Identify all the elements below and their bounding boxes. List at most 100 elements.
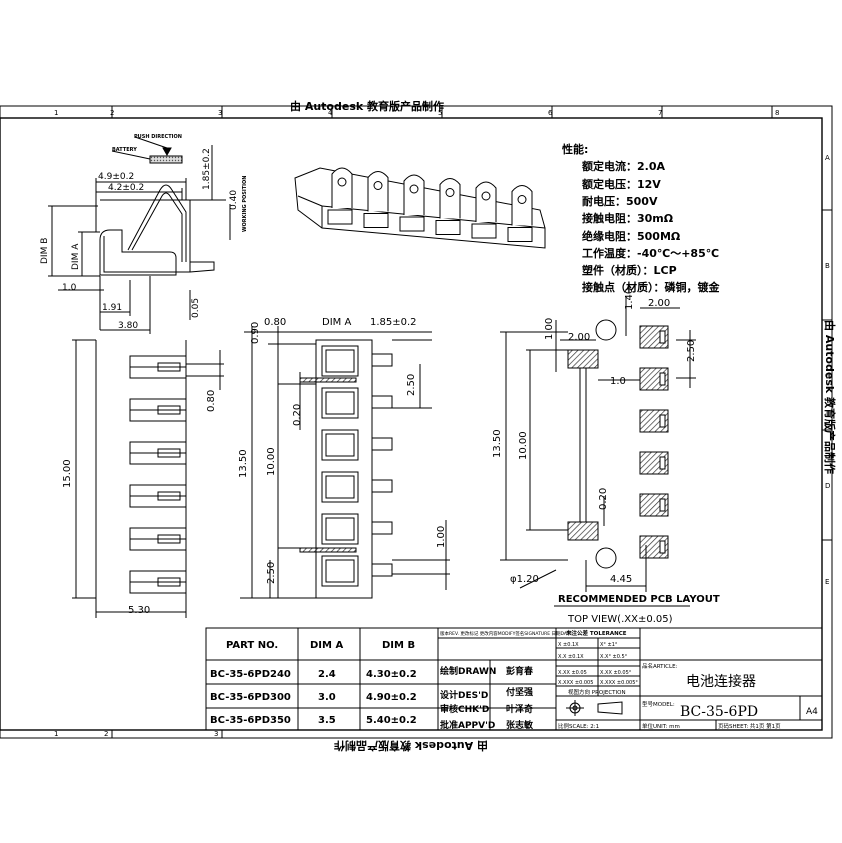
dim-label: 13.50 — [238, 449, 249, 478]
border-number: 3 — [214, 730, 218, 738]
unit-label: 单位UNIT: mm — [642, 722, 680, 730]
spec-row: 额定电压：12V — [582, 177, 661, 191]
specs-title: 性能: — [562, 142, 588, 156]
top-slot-inner — [325, 559, 355, 583]
border-number: 2 — [104, 730, 108, 738]
working-position-label: WORKING POSITION — [242, 176, 248, 232]
signer-name: 付坚强 — [506, 686, 533, 698]
revision-header: 版本REV. 更改标记 更改内容MODIFY签名SIGNATURE 日期DATE — [440, 630, 572, 637]
iso-contact — [475, 181, 497, 222]
signer-name: 张志敏 — [506, 719, 534, 731]
top-slot-inner — [325, 349, 355, 373]
role-label: 绘制DRAWN — [440, 665, 496, 677]
tolerance: X° ±1° — [600, 642, 618, 648]
isometric-view — [294, 167, 546, 249]
watermark-top: 由 Autodesk 教育版产品制作 — [290, 99, 444, 113]
tolerance: X ±0.1X — [558, 642, 579, 648]
pcb-pad-slot — [659, 330, 666, 344]
dim-label: 4.9±0.2 — [98, 172, 134, 182]
dim-label: 0.40 — [229, 190, 239, 210]
dim-label: φ1.20 — [510, 574, 539, 585]
spec-row: 接触电阻：30mΩ — [582, 211, 674, 225]
dim-label: 10.00 — [518, 431, 529, 460]
spec-row: 塑件（材质）：LCP — [582, 263, 677, 277]
side-view — [48, 136, 231, 334]
iso-contact-hole — [481, 191, 491, 201]
table-cell: 4.30±0.2 — [366, 669, 417, 680]
iso-slot — [471, 223, 497, 239]
border-number: C — [825, 372, 830, 380]
spec-row: 额定电流：2.0A — [582, 159, 665, 173]
top-pin-tab — [371, 353, 393, 367]
dim-label: 2.50 — [266, 562, 277, 584]
table-cell: BC-35-6PD300 — [210, 692, 291, 703]
tolerance: X.XX ±0.05 — [558, 670, 587, 676]
border-number: D — [825, 482, 830, 490]
top-view-labels: 0.90 0.80 DIM A 1.85±0.2 2.50 0.20 13.50… — [238, 317, 447, 584]
tolerance: X.XX ±0.05° — [600, 670, 632, 676]
iso-contact — [367, 171, 389, 212]
watermark-bottom: 由 Autodesk 教育版产品制作 — [334, 739, 488, 753]
dim-label: 2.00 — [568, 332, 590, 343]
dim-label: 1.85±0.2 — [202, 148, 212, 190]
scale-label: 比例SCALE: 2:1 — [558, 722, 599, 730]
dim-label: DIM A — [71, 243, 81, 270]
spec-row: 工作温度：-40℃～+85℃ — [582, 246, 719, 260]
table-cell: 4.90±0.2 — [366, 692, 417, 703]
tolerance-title: 未注公差 TOLERANCE — [565, 629, 627, 637]
battery-label: BATTERY — [112, 147, 137, 153]
spec-row: 耐电压：500V — [582, 194, 658, 208]
part-table-text: PART NO. DIM A DIM B BC-35-6PD240 2.4 4.… — [210, 640, 417, 726]
iso-contact-hole — [337, 177, 347, 187]
pcb-layout-title: RECOMMENDED PCB LAYOUT — [558, 594, 720, 605]
border-number: A — [825, 154, 830, 162]
iso-contact — [439, 178, 461, 219]
dim-label: DIM B — [40, 238, 50, 264]
dim-label: 0.05 — [191, 298, 201, 318]
table-header: DIM B — [382, 640, 415, 651]
sheet-label: 页码SHEET: 共1页 第1页 — [718, 722, 781, 730]
iso-slot — [363, 213, 389, 228]
spec-row: 接触点（材质）：磷铜，镀金 — [582, 280, 720, 294]
iso-contact-hole — [373, 181, 383, 190]
iso-contact-hole — [517, 195, 527, 204]
iso-slot — [507, 227, 533, 242]
dim-label: 4.45 — [610, 574, 632, 585]
border-number: 1 — [54, 109, 58, 117]
top-slot-inner — [325, 391, 355, 415]
dim-label: 0.80 — [264, 317, 286, 328]
top-slot-inner — [325, 433, 355, 457]
border-number: 2 — [110, 109, 114, 117]
top-pin-tab — [371, 395, 393, 409]
dim-label: 1.85±0.2 — [370, 317, 417, 328]
top-slot-inner — [325, 475, 355, 499]
border-number: 1 — [54, 730, 58, 738]
iso-slot — [435, 220, 461, 235]
pcb-pad-slot — [659, 456, 666, 470]
pcb-pad-slot — [659, 414, 666, 428]
role-label: 审核CHK'D — [440, 703, 489, 715]
tolerance: X.XXX ±0.005 — [558, 680, 593, 686]
dim-label: 0.90 — [250, 322, 261, 344]
pcb-pad-slot — [659, 372, 666, 386]
article-name: 电池连接器 — [686, 673, 756, 690]
table-cell: 3.0 — [318, 692, 336, 703]
border-number: 4 — [328, 109, 333, 117]
tolerance: X.X ±0.1X — [558, 654, 584, 660]
model-label: 型号MODEL: — [642, 700, 675, 708]
dim-label: 1.0 — [62, 283, 77, 293]
border-numbers: 1 2 3 4 5 6 7 8 1 2 3 A B C D E — [54, 109, 830, 738]
front-view-labels: 15.00 0.80 5.30 — [62, 390, 217, 616]
paper-size: A4 — [806, 707, 818, 717]
top-view — [240, 326, 450, 599]
dim-label: 2.50 — [406, 374, 417, 396]
top-slot-inner — [325, 517, 355, 541]
specifications: 性能: 额定电流：2.0A 额定电压：12V 耐电压：500V 接触电阻：30m… — [562, 142, 720, 294]
border-number: 7 — [658, 109, 662, 117]
dim-label: 1.00 — [544, 318, 555, 340]
iso-contact — [511, 185, 533, 226]
top-pin-tab — [371, 479, 393, 493]
watermark-right: 由 Autodesk 教育版产品制作 — [823, 320, 837, 474]
border-number: 6 — [548, 109, 553, 117]
iso-contact-hole — [445, 188, 455, 197]
